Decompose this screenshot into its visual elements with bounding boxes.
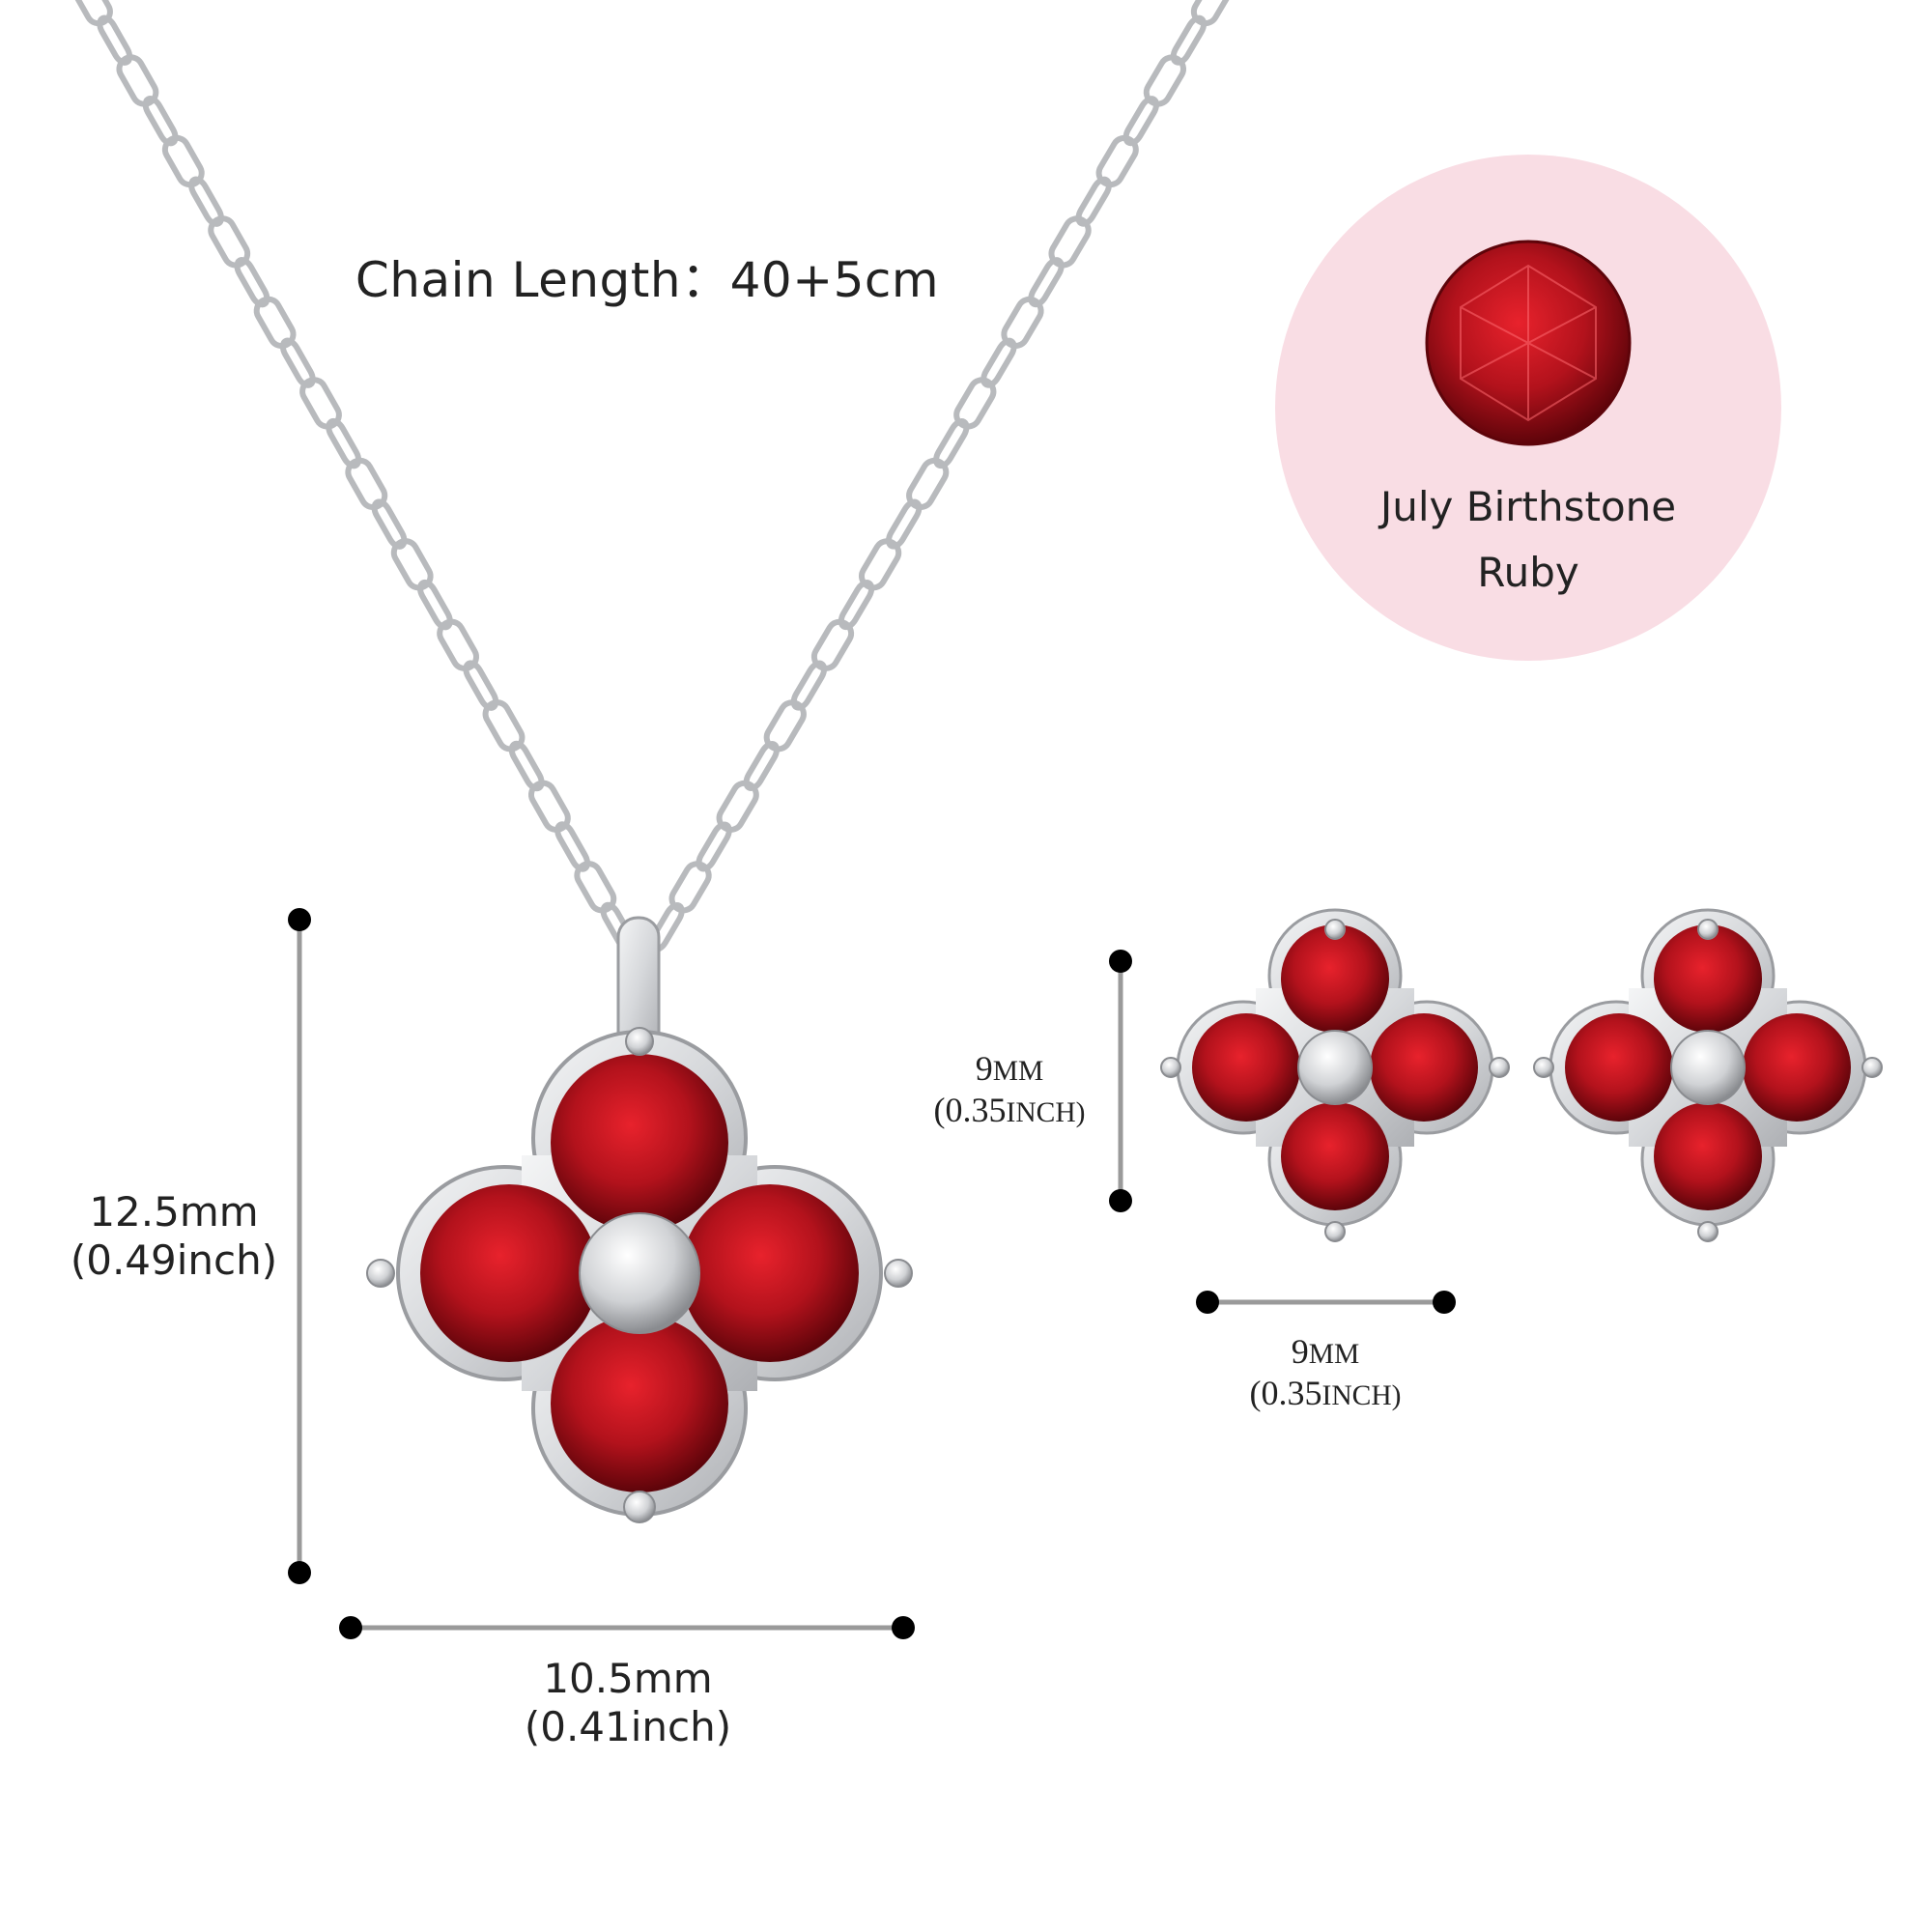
stud-width-dimension xyxy=(1196,1291,1456,1314)
chain-link xyxy=(1001,296,1044,349)
stud-earring-right xyxy=(1533,908,1883,1242)
chain-link xyxy=(696,821,732,872)
chain-link xyxy=(234,257,270,308)
chain-link xyxy=(810,618,855,671)
chain-link xyxy=(1095,134,1139,188)
pendant-width-inch-label: (0.41inch) xyxy=(524,1703,732,1750)
chain-link xyxy=(1028,257,1065,308)
chain-link xyxy=(554,821,591,872)
pendant xyxy=(366,916,913,1523)
chain-link xyxy=(390,538,434,591)
stud-height-value: 9 xyxy=(975,1049,993,1088)
chain-link xyxy=(1048,215,1092,269)
chain-link xyxy=(326,417,362,469)
pendant-gems xyxy=(420,1054,859,1492)
ruby-stone-icon xyxy=(1425,240,1632,446)
chain-link xyxy=(716,780,759,833)
stud-height-dimension xyxy=(1109,950,1132,1212)
pendant-height-inch-label: (0.49inch) xyxy=(70,1236,278,1284)
chain-link xyxy=(668,861,712,914)
pendant-width-dimension xyxy=(339,1616,915,1639)
stud-width-value: 9 xyxy=(1291,1332,1309,1371)
chain-link xyxy=(1122,96,1159,147)
necklace-chain xyxy=(71,0,1235,953)
chain-link xyxy=(574,861,617,914)
chain-link xyxy=(482,699,526,753)
stud-height-unit: mm xyxy=(992,1056,1044,1087)
chain-link xyxy=(345,457,388,511)
chain-link xyxy=(1143,54,1187,107)
chain-link xyxy=(1170,14,1208,66)
stud-height-inch-label: (0.35inch) xyxy=(903,1090,1116,1133)
chain-link xyxy=(508,740,545,792)
chain-link xyxy=(188,176,224,227)
chain-link xyxy=(142,96,179,147)
pendant-center-ball xyxy=(579,1212,700,1334)
chain-link xyxy=(953,377,997,430)
chain-link xyxy=(1190,0,1235,27)
chain-link xyxy=(527,780,571,833)
chain-link xyxy=(71,0,113,27)
pendant-width-mm-label: 10.5mm xyxy=(543,1655,713,1702)
stud-height-inch-value: (0.35 xyxy=(933,1091,1007,1129)
chain-link xyxy=(97,14,133,66)
pendant-height-mm-label: 12.5mm xyxy=(89,1188,259,1236)
chain-link xyxy=(279,337,316,388)
chain-link xyxy=(906,457,950,510)
stud-width-unit: mm xyxy=(1308,1339,1360,1370)
chain-link xyxy=(463,660,499,711)
chain-link xyxy=(1075,176,1112,227)
chain-link xyxy=(858,538,902,591)
stud-width-inch-unit: inch) xyxy=(1321,1380,1402,1411)
chain-length-label: Chain Length：40+5cm xyxy=(355,252,940,308)
chain-link xyxy=(763,699,807,753)
chain-link xyxy=(161,134,205,188)
chain-link xyxy=(980,337,1017,388)
stud-height-mm-label: 9mm xyxy=(903,1048,1116,1092)
chain-link xyxy=(416,579,453,631)
stud-earring-left xyxy=(1160,908,1510,1242)
chain-link xyxy=(116,54,159,107)
chain-link xyxy=(743,741,780,791)
chain-link xyxy=(886,498,923,550)
chain-link xyxy=(790,660,828,711)
stud-width-mm-label: 9mm xyxy=(1219,1331,1432,1375)
pendant-height-dimension xyxy=(288,908,311,1584)
chain-link xyxy=(299,377,342,430)
stud-width-inch-label: (0.35inch) xyxy=(1219,1373,1432,1416)
stud-width-inch-value: (0.35 xyxy=(1249,1374,1322,1412)
stud-height-inch-unit: inch) xyxy=(1006,1097,1086,1128)
pendant-prongs xyxy=(366,1027,913,1523)
chain-link xyxy=(208,215,251,269)
chain-link xyxy=(838,580,875,631)
chain-link xyxy=(933,418,970,469)
chain-link xyxy=(371,498,408,550)
birthstone-name-label: Ruby xyxy=(1477,549,1579,596)
birthstone-month-label: July Birthstone xyxy=(1379,483,1677,530)
chain-link xyxy=(437,618,480,671)
chain-link xyxy=(253,296,297,350)
